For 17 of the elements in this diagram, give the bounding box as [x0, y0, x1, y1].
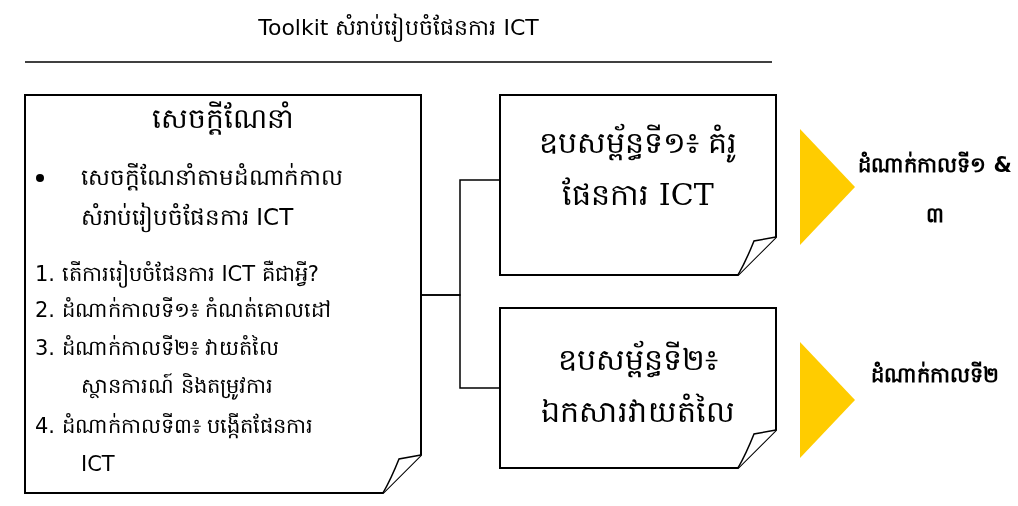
list-item: 2. ដំណាក់កាលទី១៖ កំណត់គោលដៅ [35, 296, 333, 324]
box-text: ឧបសម្ព័ន្ធទី១៖ គំរូផែនការ ICT [537, 122, 739, 214]
document-box [500, 308, 776, 468]
chevron-arrow [800, 342, 855, 458]
list-item: 4. ដំណាក់កាលទី៣៖ បង្កើតផែនការ ICT [35, 412, 315, 478]
box-text: ឧបសម្ព័ន្ធទី២៖ ឯកសារវាយតំលៃ [540, 339, 736, 431]
chevron-arrow [800, 129, 855, 245]
document-box [25, 95, 421, 493]
list-item: 1. តើការរៀបចំផែនការ ICT គឺជាអ្វី? [35, 259, 320, 290]
document-box [500, 95, 776, 275]
heading: សេចក្តីណែនាំ [151, 101, 295, 137]
stage-label: ដំណាក់កាលទី១ & ៣ [857, 150, 1013, 229]
bullet-text: សេចក្តីណែនាំតាមដំណាក់កាលសំរាប់រៀបចំផែនការ ICT [81, 157, 381, 237]
stage-label: ដំណាក់កាលទី២ [870, 360, 1000, 389]
title: Toolkit សំរាប់រៀបចំផែនការ ICT [257, 14, 540, 44]
connector-line [420, 294, 501, 389]
list-item: 3. ដំណាក់កាលទី២៖ វាយតំលៃស្ថានការណ៍ និងតម្រូវការ [35, 334, 281, 402]
